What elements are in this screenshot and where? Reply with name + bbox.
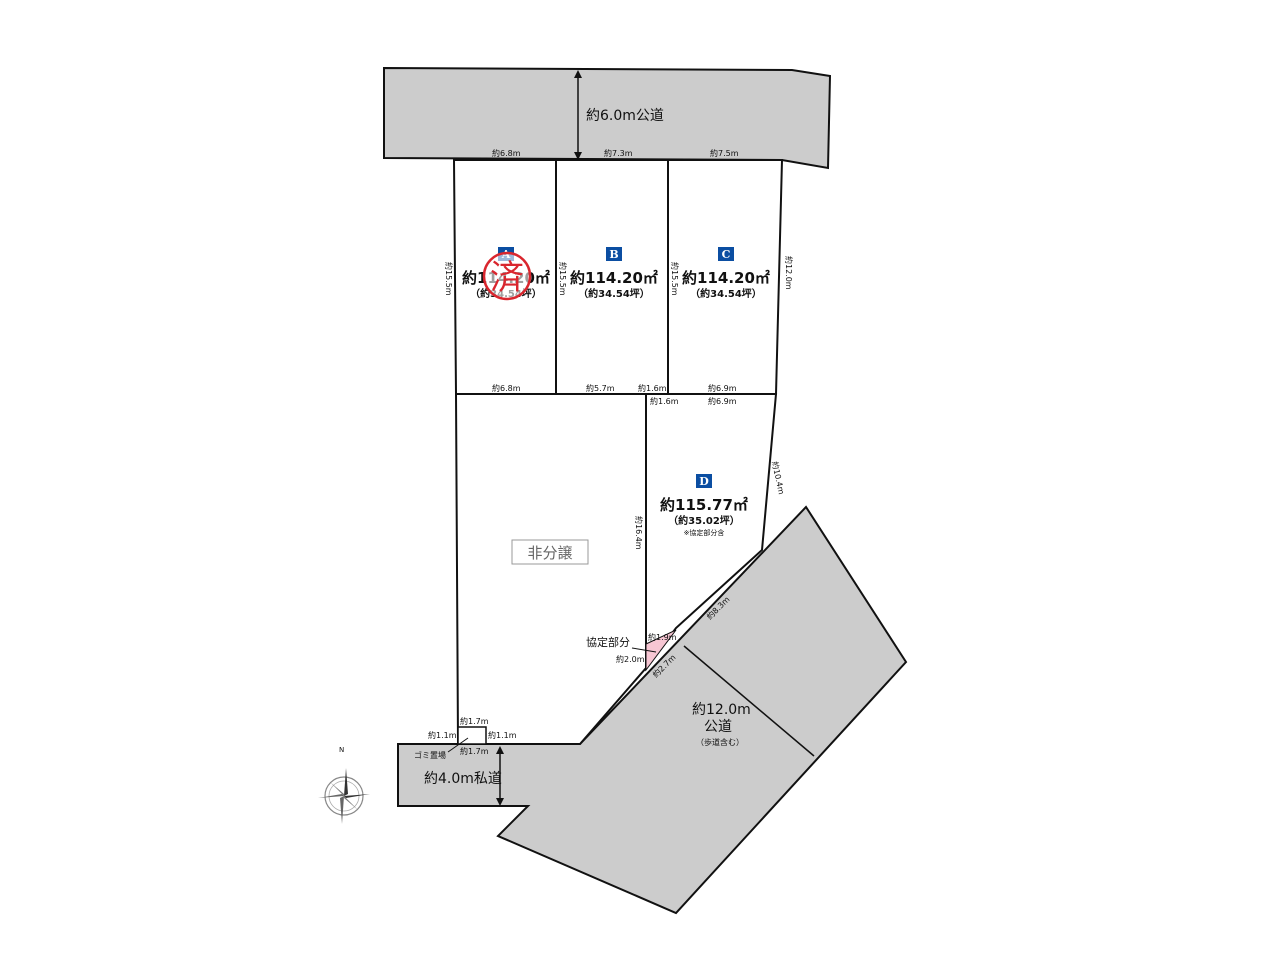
east-road bbox=[397, 505, 908, 915]
lot-b-tsubo: （約34.54坪） bbox=[578, 287, 650, 300]
dim-left-c: 約15.5m bbox=[670, 262, 680, 296]
garbage-leader bbox=[447, 737, 469, 753]
east-road-label-1: 約12.0m bbox=[692, 702, 751, 718]
lot-c-badge bbox=[718, 247, 734, 261]
lot-d-badge bbox=[696, 474, 712, 488]
dim-d-top: 約6.9m bbox=[708, 396, 737, 406]
dim-bot-b2: 約1.6m bbox=[638, 383, 667, 393]
non-sale-label: 非分譲 bbox=[527, 544, 572, 562]
south-road-label: 約4.0m私道 bbox=[424, 771, 502, 787]
agreement-area-shape bbox=[645, 629, 677, 672]
dim-g-bot: 約1.7m bbox=[460, 746, 489, 756]
dim-d-right: 約10.4m bbox=[770, 460, 787, 495]
south-arrow-head-bot bbox=[496, 798, 504, 806]
dim-g-left: 約1.1m bbox=[428, 730, 457, 740]
sold-stamp-text: 済 bbox=[490, 258, 524, 298]
south-arrow-head-top bbox=[496, 746, 504, 754]
agreement-leader bbox=[631, 647, 657, 653]
dim-top-b: 約7.3m bbox=[604, 148, 633, 158]
north-road-label: 約6.0m公道 bbox=[586, 108, 664, 124]
dim-bot-b: 約5.7m bbox=[586, 383, 615, 393]
lot-b-id: B bbox=[609, 248, 618, 261]
dim-bot-a: 約6.8m bbox=[492, 383, 521, 393]
sold-stamp-icon: 済 bbox=[482, 251, 532, 301]
dim-top-a: 約6.8m bbox=[492, 148, 521, 158]
lot-c-id: C bbox=[722, 248, 731, 261]
north-arrow-head-top bbox=[574, 70, 582, 78]
east-road-arrow bbox=[683, 645, 815, 757]
dim-bot-c: 約6.9m bbox=[708, 383, 737, 393]
agreement-area-label: 協定部分 bbox=[586, 635, 630, 649]
dim-left-a: 約15.5m bbox=[444, 262, 454, 296]
lot-d-area: 約115.77㎡ bbox=[660, 496, 748, 514]
north-road bbox=[383, 66, 832, 170]
lot-c-area: 約114.20㎡ bbox=[682, 269, 770, 287]
dim-left-b: 約15.5m bbox=[558, 262, 568, 296]
dim-agree-left: 約2.0m bbox=[616, 654, 645, 664]
lot-d-id: D bbox=[699, 475, 709, 488]
lot-b-badge bbox=[606, 247, 622, 261]
lot-c-tsubo: （約34.54坪） bbox=[690, 287, 762, 300]
north-arrow-head-bot bbox=[574, 152, 582, 160]
garbage-label: ゴミ置場 bbox=[414, 750, 446, 760]
non-sale-box bbox=[511, 539, 589, 565]
non-sale-parcel bbox=[454, 393, 647, 745]
compass-north: N bbox=[339, 746, 344, 754]
lot-b-area: 約114.20㎡ bbox=[570, 269, 658, 287]
dim-right-c: 約12.0m bbox=[784, 256, 794, 290]
dim-g-top: 約1.7m bbox=[460, 716, 489, 726]
dim-top-c: 約7.5m bbox=[710, 148, 739, 158]
lot-d-tsubo: （約35.02坪） bbox=[668, 514, 740, 527]
dim-d-top-short: 約1.6m bbox=[650, 396, 679, 406]
east-road-label-3: （歩道含む） bbox=[696, 737, 744, 747]
lot-d-note: ※協定部分含 bbox=[684, 528, 725, 537]
dim-g-right: 約1.1m bbox=[488, 730, 517, 740]
compass-icon: N bbox=[318, 746, 370, 824]
east-road-label-2: 公道 bbox=[704, 719, 732, 735]
dim-agree-top: 約1.9m bbox=[648, 632, 677, 642]
lot-d-parcel bbox=[645, 393, 778, 671]
dim-d-left: 約16.4m bbox=[634, 516, 644, 550]
